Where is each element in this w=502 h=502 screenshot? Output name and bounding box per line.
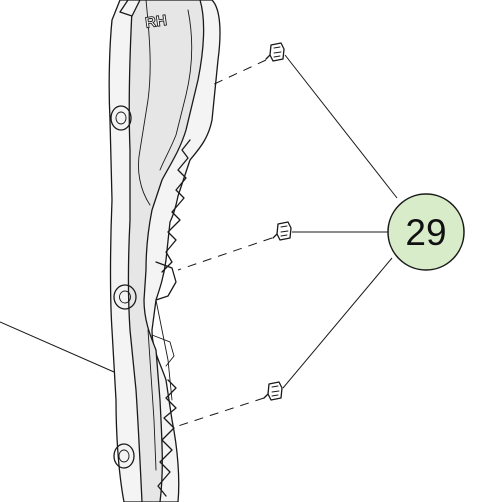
push-clip-fastener-icon: [265, 42, 285, 62]
install-path-line: [209, 59, 267, 87]
install-path-line: [177, 397, 265, 427]
callout-number: 29: [405, 212, 446, 253]
install-path-line: [177, 237, 273, 271]
mounting-boss-icon: [110, 105, 132, 131]
leader-line: [284, 54, 398, 199]
rh-marking: RH: [144, 12, 168, 32]
mounting-boss-icon: [113, 284, 137, 310]
trim-panel: [108, 0, 221, 502]
push-clip-fastener-icon: [263, 381, 283, 401]
callout-29: 29: [387, 193, 465, 271]
top-tab: [119, 0, 141, 17]
push-clip-fastener-icon: [272, 221, 292, 241]
leader-line: [0, 321, 115, 373]
leader-line: [282, 257, 393, 389]
mounting-boss-icon: [113, 443, 135, 469]
